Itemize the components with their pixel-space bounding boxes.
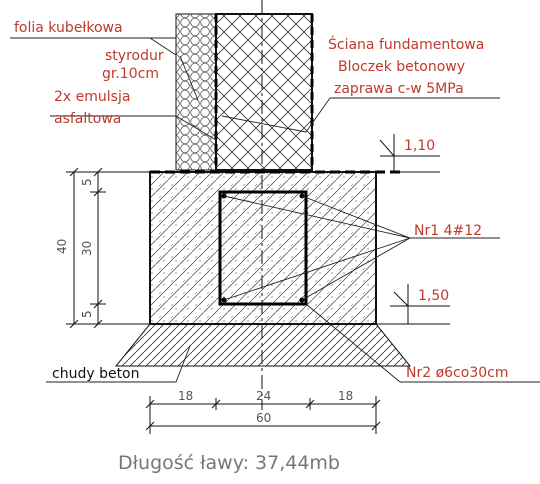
label-foil: folia kubełkowa — [14, 20, 123, 36]
horizontal-dimension — [145, 396, 381, 434]
lean-concrete-layer — [114, 323, 412, 367]
label-emulsion: 2x emulsja — [54, 89, 130, 105]
dim-height-top: 5 — [80, 178, 94, 186]
label-styrodur: styrodur — [105, 48, 164, 64]
leader-stirrup — [305, 303, 401, 383]
dim-height-total: 40 — [55, 239, 69, 254]
level-marker-bottom — [376, 284, 450, 325]
label-rebar-main: Nr1 4#12 — [414, 223, 482, 239]
label-level-top: 1,10 — [404, 138, 435, 154]
dim-width-total: 60 — [256, 411, 271, 425]
leader-foil-diag — [149, 37, 177, 56]
dim-width-left: 18 — [178, 389, 193, 403]
label-thickness: gr.10cm — [102, 66, 159, 82]
label-wall-3: zaprawa c-w 5MPa — [334, 81, 464, 97]
leader-rebar-1 — [223, 195, 411, 239]
dim-width-right: 18 — [338, 389, 353, 403]
leader-rebar-4 — [301, 237, 411, 301]
leader-lean-concrete-diag — [175, 345, 191, 383]
label-wall-1: Ściana fundamentowa — [328, 35, 484, 53]
concrete-block-wall — [215, 13, 313, 171]
styrodur-insulation — [175, 13, 217, 171]
leader-styrodur — [179, 55, 199, 101]
leader-rebar-2 — [301, 195, 411, 239]
label-lean-concrete: chudy beton — [52, 366, 140, 382]
leader-wall-diag — [305, 97, 331, 133]
leader-rebar-3 — [223, 237, 411, 301]
footing-length-caption: Długość ławy: 37,44mb — [118, 452, 340, 474]
leader-emulsion-diag — [175, 115, 217, 141]
dim-width-center: 24 — [256, 389, 271, 403]
vertical-dimension — [66, 167, 150, 329]
label-asphalt: asfaltowa — [54, 111, 121, 127]
dim-height-bottom: 5 — [80, 310, 94, 318]
label-wall-2: Bloczek betonowy — [338, 59, 465, 75]
footing-concrete — [149, 171, 377, 325]
leader-wall-diag2 — [221, 115, 307, 133]
level-marker-top — [379, 134, 440, 173]
stirrup-rebar — [218, 190, 308, 306]
dim-height-middle: 30 — [80, 241, 94, 256]
label-level-bottom: 1,50 — [418, 288, 449, 304]
label-stirrup: Nr2 ø6co30cm — [406, 365, 508, 381]
